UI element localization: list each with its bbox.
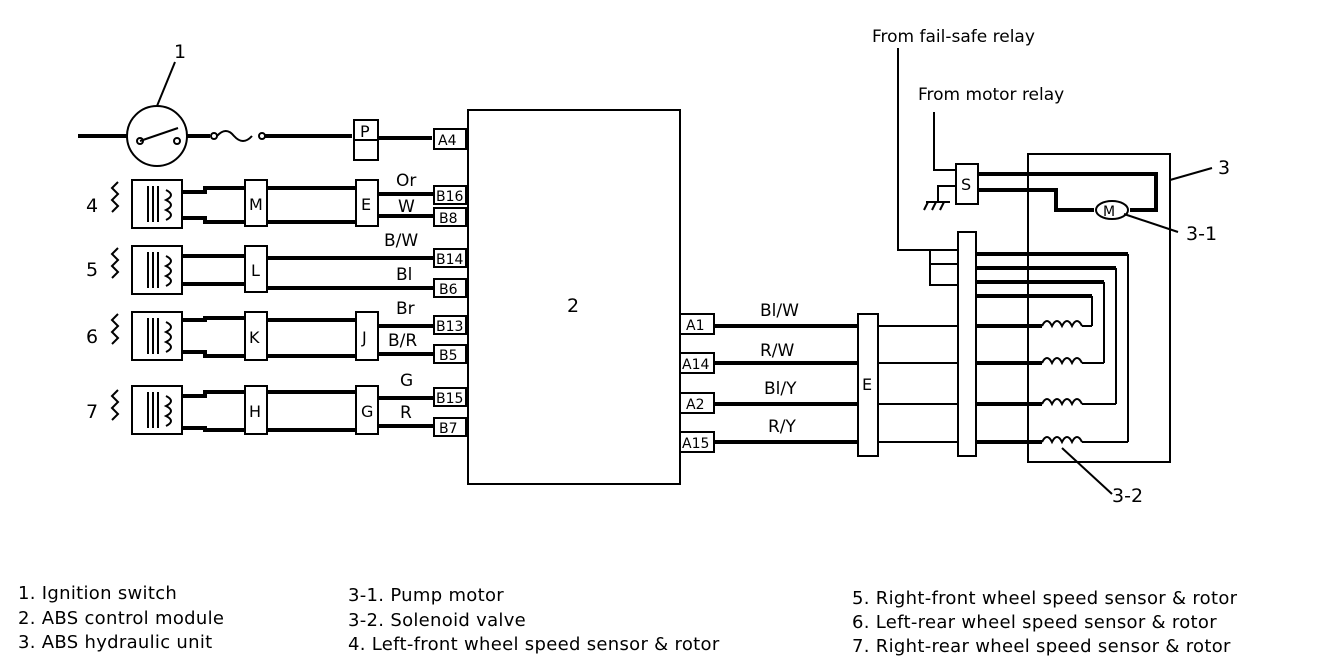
wire-color-or: Or (396, 171, 416, 191)
coupler-e-label: E (361, 195, 371, 214)
label-4: 4 (86, 195, 98, 217)
pin-b5: B5 (439, 348, 458, 364)
pin-a2: A2 (686, 397, 704, 413)
left-connector-pins: A4 B16 B8 B14 B6 B13 B5 B15 B7 (433, 128, 467, 437)
coupler-h-label: H (249, 402, 261, 421)
coupler-k-label: K (249, 328, 260, 347)
pin-b14: B14 (436, 252, 464, 268)
pin-a4: A4 (438, 133, 457, 149)
wheel-sensors: 4 5 6 7 (86, 179, 183, 435)
wire-color-bly: Bl/Y (764, 379, 797, 399)
wire-color-g: G (400, 371, 413, 391)
from-fail-safe-relay: From fail-safe relay (872, 27, 1035, 47)
wire-color-ry: R/Y (768, 417, 797, 437)
pin-b16: B16 (436, 189, 464, 205)
label-3-2: 3-2 (1112, 485, 1143, 507)
sensor-6: 6 (86, 311, 183, 361)
right-wires: Bl/W R/W Bl/Y R/Y (714, 301, 858, 444)
pump-motor (1095, 200, 1129, 220)
abs-hydraulic-unit (1027, 153, 1171, 463)
from-motor-relay: From motor relay (918, 85, 1064, 105)
coupler-p-label: P (360, 122, 370, 141)
right-connector-pins: A1 A14 A2 A15 (679, 313, 715, 453)
wire-color-br: Br (396, 299, 415, 319)
coupler-e-right (857, 313, 879, 457)
pin-b13: B13 (436, 319, 463, 335)
wire-color-rw: R/W (760, 341, 795, 361)
wire-color-bw: B/W (384, 231, 418, 251)
coupler-m-label: M (249, 195, 263, 214)
wire-color-w: W (398, 197, 415, 217)
coupler-s (955, 163, 979, 205)
ignition-switch: 1 (78, 41, 352, 167)
label-5: 5 (86, 259, 98, 281)
coupler-s-label: S (961, 175, 971, 194)
pin-a1: A1 (686, 318, 704, 334)
coupler-j-label: J (361, 328, 367, 347)
label-2: 2 (567, 295, 579, 317)
left-wire-labels: Or W B/W Bl Br B/R G R (384, 171, 418, 423)
label-3-1: 3-1 (1186, 223, 1217, 245)
abs-control-module (467, 109, 681, 485)
coupler-e-right-label: E (862, 375, 872, 394)
hydraulic-feed-wires (878, 325, 958, 443)
coupler-l-label: L (251, 261, 260, 280)
coupler-g-label: G (361, 402, 373, 421)
pin-b6: B6 (439, 282, 458, 298)
pump-motor-label: M (1103, 204, 1115, 220)
label-3: 3 (1218, 157, 1230, 179)
pin-b8: B8 (439, 211, 458, 227)
pin-b7: B7 (439, 421, 458, 437)
solenoid-valves: 3-2 (976, 252, 1143, 507)
pin-a14: A14 (682, 357, 709, 373)
pin-a15: A15 (682, 436, 709, 452)
sensor-4: 4 (86, 179, 183, 229)
sensor-7: 7 (86, 385, 183, 435)
sensor-5: 5 (86, 245, 183, 295)
pin-b15: B15 (436, 391, 463, 407)
label-1: 1 (174, 41, 186, 63)
wire-color-r: R (400, 403, 412, 423)
sensor-harness: M E L K J H G (182, 179, 434, 435)
label-6: 6 (86, 326, 98, 348)
hydraulic-coupler (957, 231, 977, 457)
wire-color-blw: Bl/W (760, 301, 799, 321)
label-7: 7 (86, 401, 98, 423)
wire-color-bl: Bl (396, 265, 412, 285)
wire-color-br2: B/R (388, 331, 417, 351)
